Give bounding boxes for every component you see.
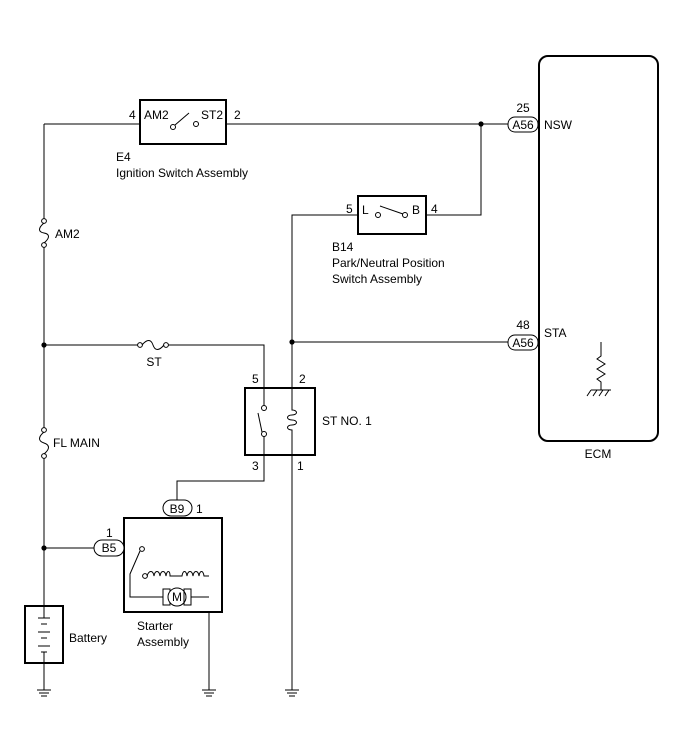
relay-pin-3: 3 — [252, 459, 259, 473]
fuse-st: ST — [137, 340, 169, 369]
ecm: ECM A56 25 NSW A56 48 STA — [507, 55, 659, 461]
pnp-term-l: L — [362, 203, 369, 217]
a56-sta-label: A56 — [512, 336, 534, 350]
starter-name-line1: Starter — [137, 619, 173, 633]
b5-connector-label: B5 — [102, 541, 117, 555]
pnp-ref-b14: B14 — [332, 240, 354, 254]
ignition-switch-assembly: AM2 ST2 4 2 E4 Ignition Switch Assembly — [116, 99, 248, 180]
b9-connector — [162, 499, 193, 517]
ignition-term-am2: AM2 — [144, 108, 169, 122]
nsw-pin-number: 25 — [516, 101, 530, 115]
ignition-name: Ignition Switch Assembly — [116, 166, 248, 180]
fuse-am2: AM2 — [39, 218, 80, 248]
ground-icons — [37, 689, 299, 697]
battery: Battery — [24, 605, 107, 664]
a56-connector-sta — [507, 334, 539, 351]
park-neutral-position-switch: L B 5 4 B14 Park/Neutral Position Switch… — [332, 195, 445, 286]
fuse-st-label: ST — [146, 355, 162, 369]
fuse-am2-label: AM2 — [55, 227, 80, 241]
pnp-name-line1: Park/Neutral Position — [332, 256, 445, 270]
st-no1-relay: 5 2 3 1 ST NO. 1 — [244, 372, 372, 473]
fuse-fl-main: FL MAIN — [39, 427, 100, 459]
relay-pin-5: 5 — [252, 372, 259, 386]
nsw-signal-label: NSW — [544, 118, 573, 132]
motor-symbol: M — [172, 590, 182, 604]
ignition-ref-e4: E4 — [116, 150, 131, 164]
battery-label: Battery — [69, 631, 107, 645]
b5-connector — [93, 539, 125, 557]
a56-nsw-label: A56 — [512, 118, 534, 132]
pnp-pin-5: 5 — [346, 202, 353, 216]
ecm-label: ECM — [585, 447, 612, 461]
pnp-term-b: B — [412, 203, 420, 217]
relay-name: ST NO. 1 — [322, 414, 372, 428]
b9-connector-label: B9 — [170, 502, 185, 516]
starter-name-line2: Assembly — [137, 635, 189, 649]
sta-pin-number: 48 — [516, 318, 530, 332]
pnp-name-line2: Switch Assembly — [332, 272, 422, 286]
relay-pin-1: 1 — [297, 459, 304, 473]
ignition-term-st2: ST2 — [201, 108, 223, 122]
ignition-pin-4: 4 — [129, 108, 136, 122]
a56-connector-nsw — [507, 116, 539, 133]
fuse-fl-main-label: FL MAIN — [53, 436, 100, 450]
relay-pin-2: 2 — [299, 372, 306, 386]
starter-assembly: B9 1 B5 1 M Starter Assembly — [93, 499, 223, 649]
b9-pin-1: 1 — [196, 502, 203, 516]
pnp-pin-4: 4 — [431, 202, 438, 216]
sta-signal-label: STA — [544, 326, 566, 340]
ignition-pin-2: 2 — [234, 108, 241, 122]
b5-pin-1: 1 — [106, 526, 113, 540]
motor-icon — [167, 587, 187, 607]
